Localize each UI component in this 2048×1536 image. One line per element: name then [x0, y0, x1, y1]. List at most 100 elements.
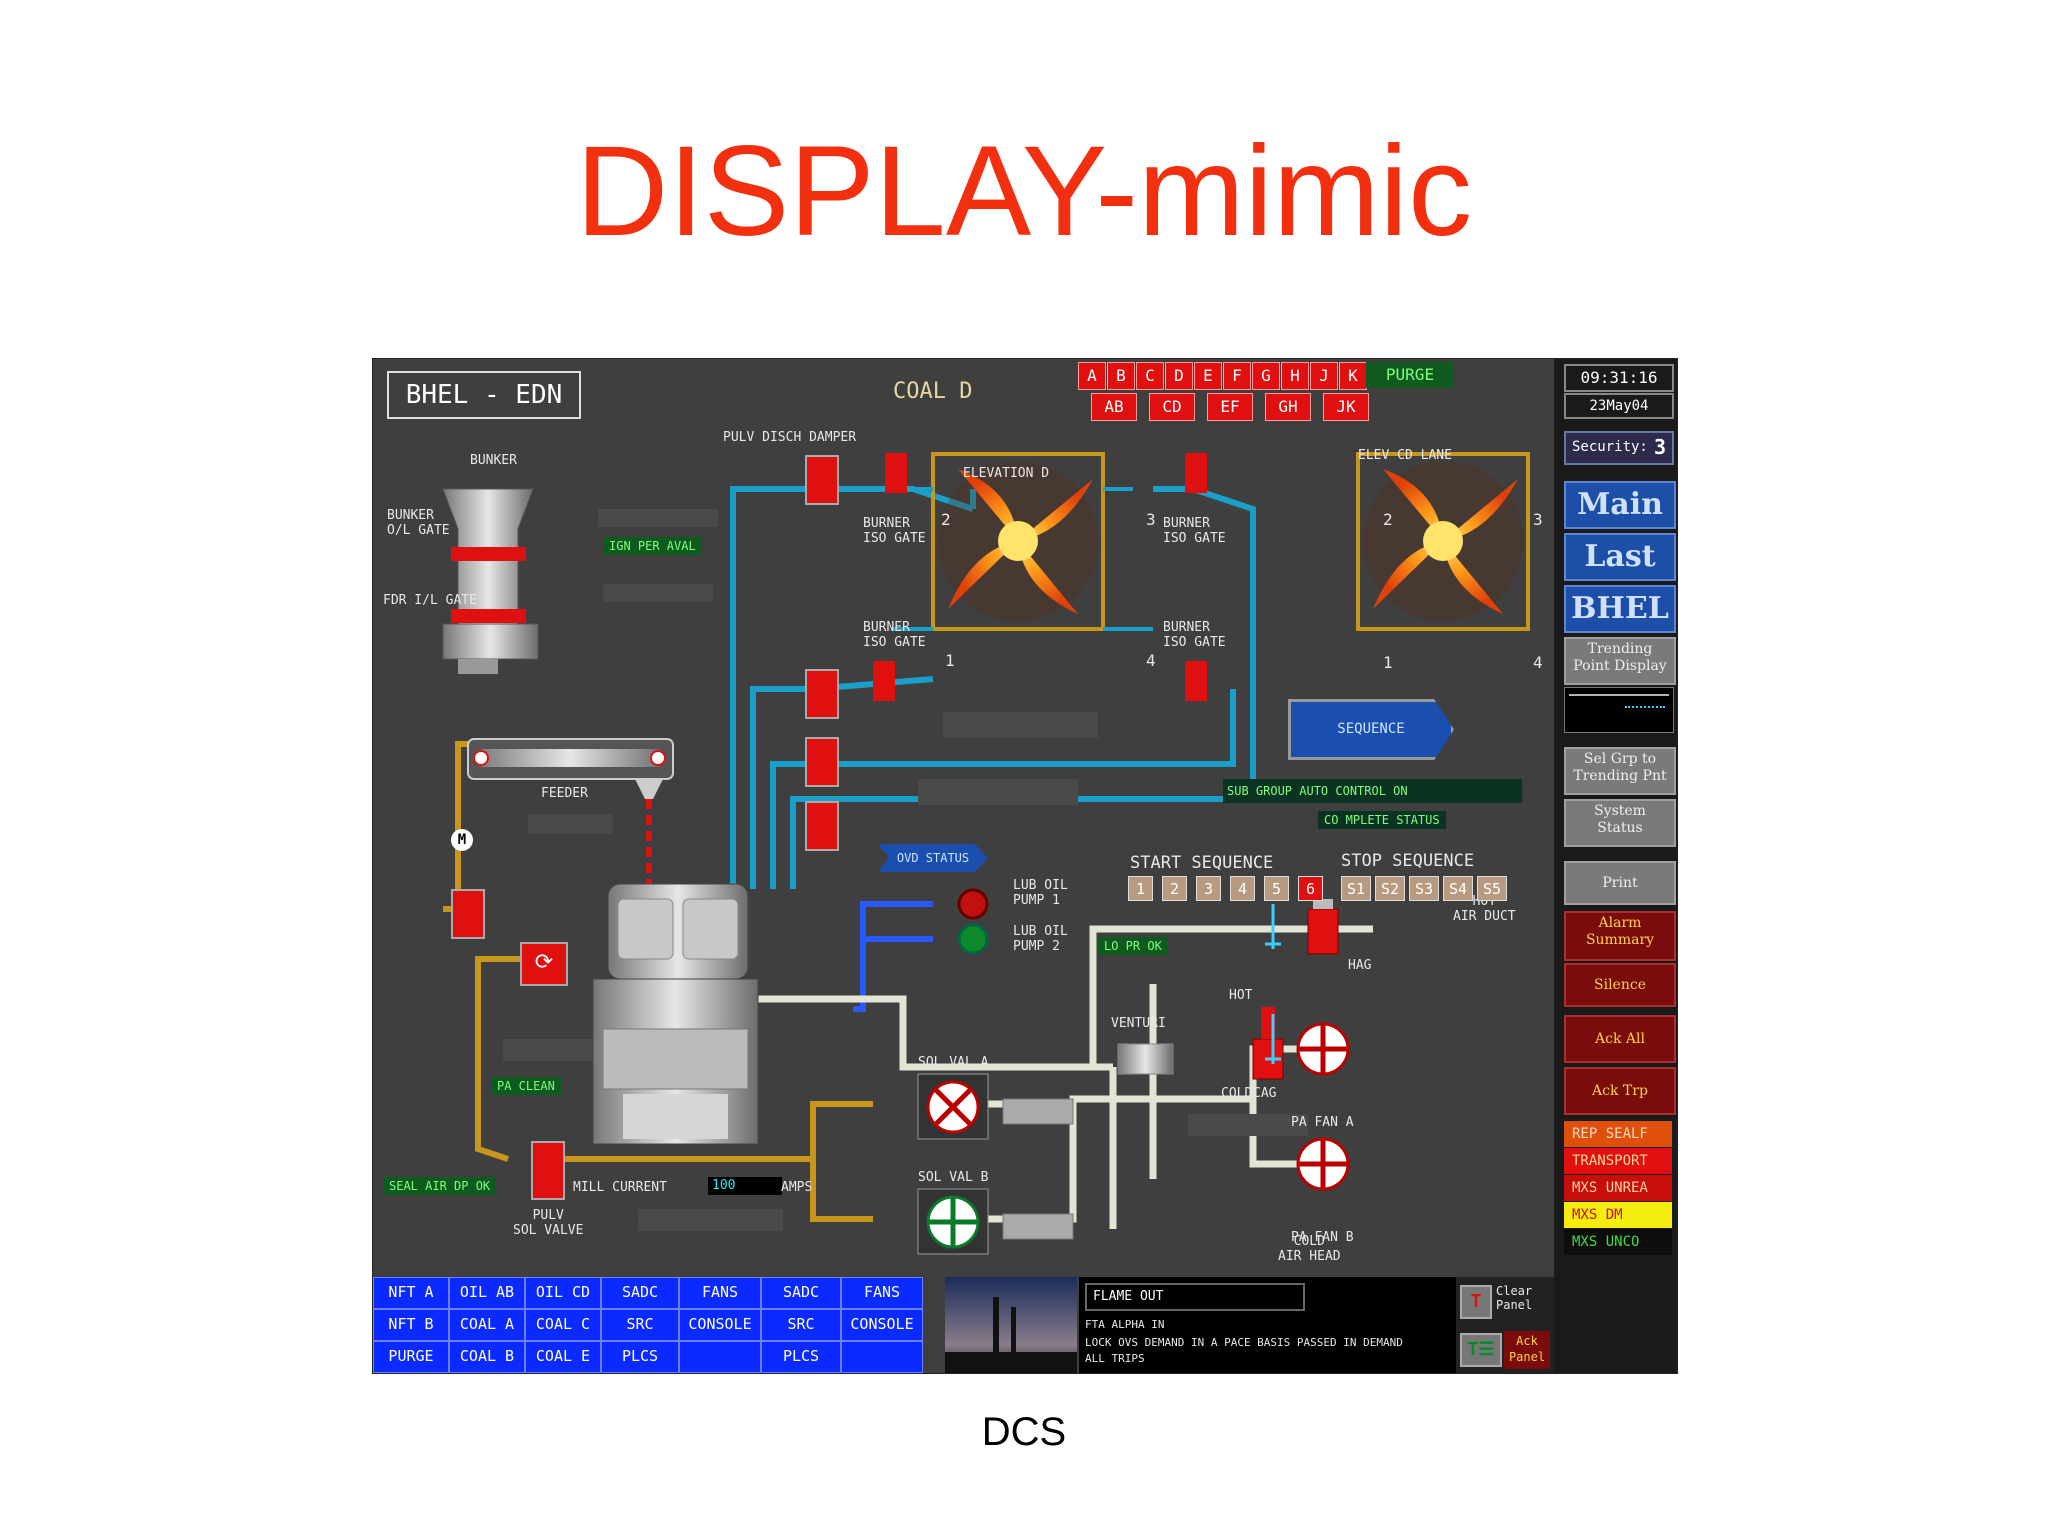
pulv-disch-damper-2[interactable]	[805, 669, 839, 719]
nav-nft-b-1-0[interactable]: NFT B	[373, 1309, 449, 1341]
ack-trip-button[interactable]: Ack Trp	[1564, 1067, 1676, 1115]
clear-panel-icon: T	[1460, 1285, 1492, 1319]
elevation-code-d[interactable]: D	[1165, 362, 1193, 390]
burner-iso-gate-valve-2[interactable]	[873, 661, 895, 701]
alarm-item[interactable]: MXS DM	[1564, 1202, 1672, 1228]
pulv-sol-valve-damper[interactable]	[531, 1141, 565, 1200]
ack-all-button[interactable]: Ack All	[1564, 1015, 1676, 1063]
elevation-code-g[interactable]: G	[1252, 362, 1280, 390]
last-button[interactable]: Last	[1564, 533, 1676, 581]
elevation-pair-cd[interactable]: CD	[1149, 393, 1195, 421]
start-step-4[interactable]: 4	[1230, 876, 1255, 901]
alarm-summary-button[interactable]: Alarm Summary	[1564, 911, 1676, 961]
elevation-pair-ef[interactable]: EF	[1207, 393, 1253, 421]
pulv-disch-damper-3[interactable]	[805, 737, 839, 787]
nav-plcs-2-3[interactable]: PLCS	[601, 1341, 679, 1373]
pulv-disch-damper-1[interactable]	[805, 455, 839, 505]
nav-fans-0-6[interactable]: FANS	[841, 1277, 923, 1309]
burner-iso-gate-left-label: BURNER ISO GATE	[863, 620, 926, 650]
elevation-pair-jk[interactable]: JK	[1323, 393, 1369, 421]
ack-panel-button[interactable]: Ack Panel	[1504, 1331, 1550, 1369]
purge-button[interactable]: PURGE	[1366, 362, 1454, 388]
nav-fans-0-4[interactable]: FANS	[679, 1277, 761, 1309]
corner-2-label: 2	[941, 510, 951, 529]
elevation-code-e[interactable]: E	[1194, 362, 1222, 390]
elevation-pair-ab[interactable]: AB	[1091, 393, 1137, 421]
nav-oil-ab-0-1[interactable]: OIL AB	[449, 1277, 525, 1309]
complete-status: CO MPLETE STATUS	[1318, 811, 1446, 829]
message-line-3: ALL TRIPS	[1085, 1352, 1145, 1365]
stop-step-s5[interactable]: S5	[1477, 876, 1507, 901]
lube-oil-pump1-label: LUB OIL PUMP 1	[1013, 878, 1068, 908]
stop-step-s2[interactable]: S2	[1375, 876, 1405, 901]
seal-air-damper[interactable]	[451, 889, 485, 939]
elevation-code-k[interactable]: K	[1339, 362, 1367, 390]
main-button[interactable]: Main	[1564, 481, 1676, 529]
message-panel: FLAME OUT FTA ALPHA IN LOCK OVS DEMAND I…	[1079, 1277, 1484, 1373]
burner-iso-gate-top-label: BURNER ISO GATE	[863, 516, 926, 546]
burner-iso-gate-valve-3[interactable]	[1185, 453, 1207, 493]
stop-step-s1[interactable]: S1	[1341, 876, 1371, 901]
hot-label: HOT	[1229, 988, 1253, 1003]
bhel-button[interactable]: BHEL	[1564, 585, 1676, 633]
elevation-code-f[interactable]: F	[1223, 362, 1251, 390]
bunker-gate-marker	[451, 547, 526, 561]
elevation-pair-gh[interactable]: GH	[1265, 393, 1311, 421]
nav-coal-e-2-2[interactable]: COAL E	[525, 1341, 601, 1373]
alarm-item[interactable]: REP SEALF	[1564, 1121, 1672, 1147]
silence-button[interactable]: Silence	[1564, 963, 1676, 1007]
trend-mini-display	[1564, 687, 1674, 733]
corner-1-label: 1	[945, 651, 955, 670]
lube-pump-1-symbol	[957, 888, 989, 920]
alarm-item[interactable]: MXS UNREA	[1564, 1175, 1672, 1201]
burner-iso-gate-valve-1[interactable]	[885, 453, 907, 493]
elevation-code-a[interactable]: A	[1078, 362, 1106, 390]
start-step-1[interactable]: 1	[1128, 876, 1153, 901]
nav-purge-2-0[interactable]: PURGE	[373, 1341, 449, 1373]
print-button[interactable]: Print	[1564, 861, 1676, 905]
nav-coal-a-1-1[interactable]: COAL A	[449, 1309, 525, 1341]
feeder-inlet-gate-label: FDR I/L GATE	[383, 593, 477, 608]
hag-label: HAG	[1348, 958, 1372, 973]
alarm-item[interactable]: MXS UNCO	[1564, 1229, 1672, 1255]
trending-button[interactable]: Trending Point Display	[1564, 637, 1676, 685]
lo-ok-status: LO PR OK	[1098, 937, 1168, 955]
stop-step-s4[interactable]: S4	[1443, 876, 1473, 901]
elevation-code-j[interactable]: J	[1310, 362, 1338, 390]
start-step-2[interactable]: 2	[1162, 876, 1187, 901]
sel-grp-trending-button[interactable]: Sel Grp to Trending Pnt	[1564, 747, 1676, 795]
nav-sadc-0-3[interactable]: SADC	[601, 1277, 679, 1309]
nav-src-1-3[interactable]: SRC	[601, 1309, 679, 1341]
nav-coal-b-2-1[interactable]: COAL B	[449, 1341, 525, 1373]
start-step-6[interactable]: 6	[1298, 876, 1323, 901]
clear-panel-button[interactable]: Clear Panel	[1496, 1284, 1533, 1312]
elevation-code-c[interactable]: C	[1136, 362, 1164, 390]
nav-src-1-5[interactable]: SRC	[761, 1309, 841, 1341]
corner-4-label: 4	[1146, 651, 1156, 670]
refresh-icon[interactable]: ⟳	[520, 942, 568, 986]
nav-plcs-2-5[interactable]: PLCS	[761, 1341, 841, 1373]
elevation-right-label: ELEV CD LANE	[1358, 448, 1452, 463]
nav-coal-c-1-2[interactable]: COAL C	[525, 1309, 601, 1341]
cold-label: COLD	[1221, 1086, 1253, 1101]
nav-oil-cd-0-2[interactable]: OIL CD	[525, 1277, 601, 1309]
alarm-item[interactable]: TRANSPORT	[1564, 1148, 1672, 1174]
pa-fan-b-label: PA FAN B	[1291, 1230, 1354, 1245]
start-step-3[interactable]: 3	[1196, 876, 1221, 901]
nav-console-1-4[interactable]: CONSOLE	[679, 1309, 761, 1341]
start-step-5[interactable]: 5	[1264, 876, 1289, 901]
nav-nft-a-0-0[interactable]: NFT A	[373, 1277, 449, 1309]
stop-step-s3[interactable]: S3	[1409, 876, 1439, 901]
system-status-button[interactable]: System Status	[1564, 799, 1676, 847]
burner-iso-gate-valve-4[interactable]	[1185, 661, 1207, 701]
pulv-sol-valve-label: PULV SOL VALVE	[513, 1208, 584, 1238]
nav-sadc-0-5[interactable]: SADC	[761, 1277, 841, 1309]
lube-oil-pump2-label: LUB OIL PUMP 2	[1013, 924, 1068, 954]
elevation-code-h[interactable]: H	[1281, 362, 1309, 390]
sequence-button[interactable]: SEQUENCE	[1288, 699, 1454, 760]
seal-air-dp-ok-status: SEAL AIR DP OK	[383, 1177, 497, 1195]
nav-console-1-6[interactable]: CONSOLE	[841, 1309, 923, 1341]
pulv-disch-damper-4[interactable]	[805, 801, 839, 851]
elevation-code-b[interactable]: B	[1107, 362, 1135, 390]
